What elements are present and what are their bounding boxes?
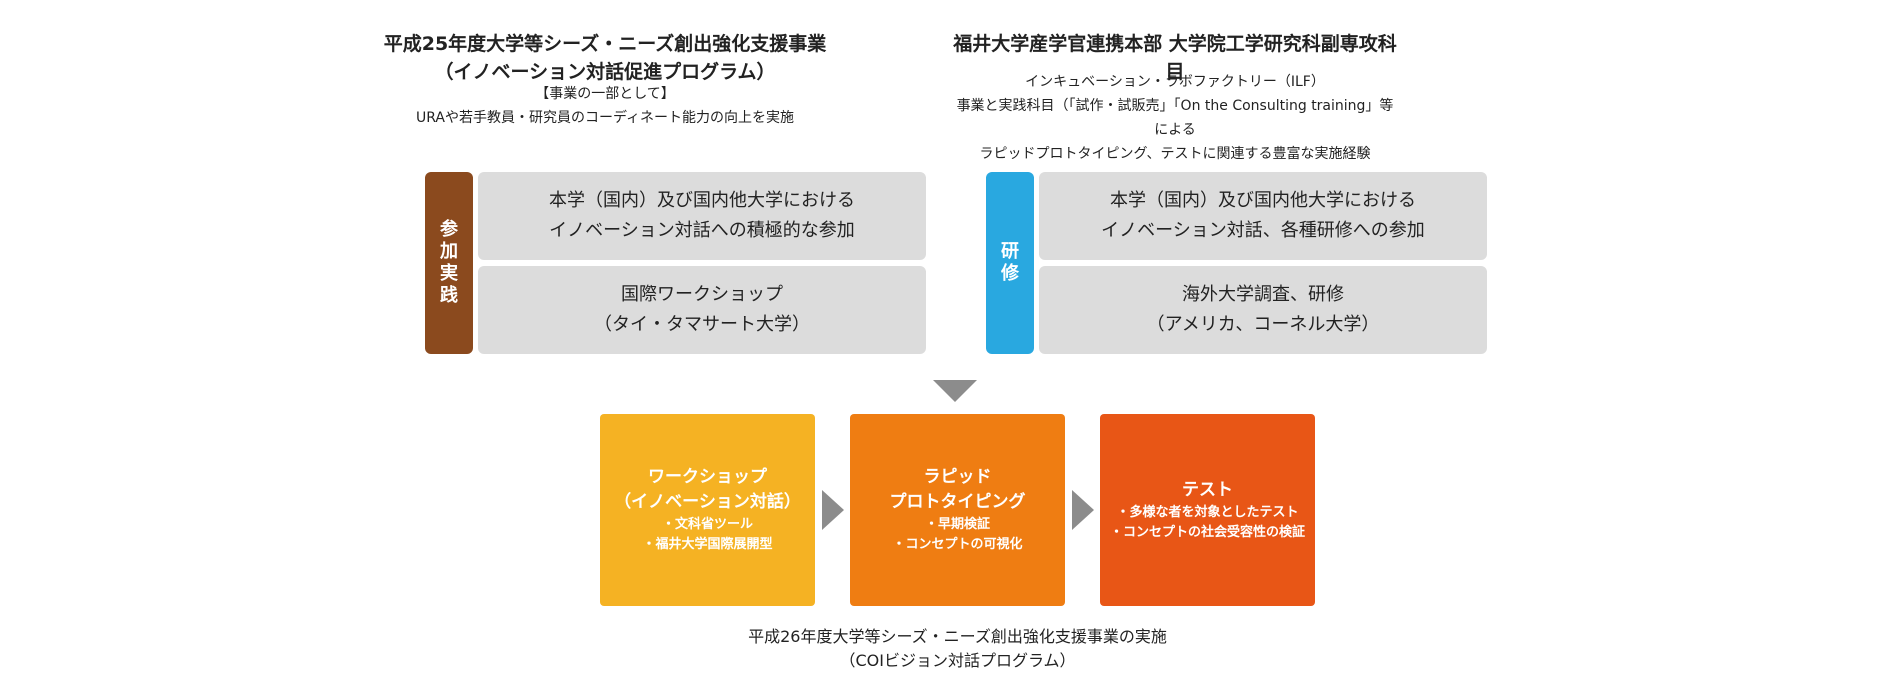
footer-line1: 平成26年度大学等シーズ・ニーズ創出強化支援事業の実施 [748, 627, 1167, 646]
step-test: テスト ・多様な者を対象としたテスト ・コンセプトの社会受容性の検証 [1100, 414, 1315, 606]
step-test-title1: テスト [1182, 479, 1233, 500]
left-box-domestic-dialogue: 本学（国内）及び国内他大学における イノベーション対話への積極的な参加 [478, 172, 926, 260]
right-box-overseas-survey: 海外大学調査、研修 （アメリカ、コーネル大学） [1039, 266, 1487, 354]
left-box2-line2: （タイ・タマサート大学） [594, 314, 810, 335]
left-box1-line2: イノベーション対話への積極的な参加 [549, 220, 855, 241]
right-box1-line1: 本学（国内）及び国内他大学における [1110, 190, 1416, 211]
right-note-line2: 事業と実践科目（「試作・試販売」「On the Consulting train… [956, 98, 1394, 138]
right-note: インキュベーション・ラボファクトリー（ILF） 事業と実践科目（「試作・試販売」… [950, 70, 1400, 166]
right-box2-line1: 海外大学調査、研修 [1182, 284, 1344, 305]
footer-line2: （COIビジョン対話プログラム） [839, 651, 1076, 670]
right-box1-line2: イノベーション対話、各種研修への参加 [1101, 220, 1425, 241]
right-arrow-icon [1072, 490, 1094, 530]
footer-caption: 平成26年度大学等シーズ・ニーズ創出強化支援事業の実施 （COIビジョン対話プロ… [600, 625, 1315, 673]
step-prototyping-title1: ラピッド [923, 467, 992, 487]
step-test-bullet1: ・多様な者を対象としたテスト [1116, 504, 1299, 520]
left-note-line2: URAや若手教員・研究員のコーディネート能力の向上を実施 [415, 110, 794, 126]
right-arrow-icon [822, 490, 844, 530]
left-tag-label: 参加実践 [440, 219, 458, 306]
left-note-line1: 【事業の一部として】 [535, 86, 675, 102]
step-prototyping-title2: プロトタイピング [889, 492, 1026, 512]
right-tag-training: 研修 [986, 172, 1034, 354]
step-workshop: ワークショップ （イノベーション対話） ・文科省ツール ・福井大学国際展開型 [600, 414, 815, 606]
left-title-line1: 平成25年度大学等シーズ・ニーズ創出強化支援事業 [383, 33, 827, 55]
step-rapid-prototyping: ラピッド プロトタイピング ・早期検証 ・コンセプトの可視化 [850, 414, 1065, 606]
left-box1-line1: 本学（国内）及び国内他大学における [549, 190, 855, 211]
left-title-line2: （イノベーション対話促進プログラム） [434, 61, 776, 83]
step-workshop-title2: （イノベーション対話） [614, 492, 801, 512]
right-note-line1: インキュベーション・ラボファクトリー（ILF） [1025, 74, 1325, 90]
step-workshop-title1: ワークショップ [648, 467, 767, 487]
right-title-line: 福井大学産学官連携本部 大学院工学研究科副専攻科目 [953, 33, 1397, 83]
left-note: 【事業の一部として】 URAや若手教員・研究員のコーディネート能力の向上を実施 [380, 82, 830, 130]
step-workshop-bullet1: ・文科省ツール [661, 517, 753, 532]
down-arrow-icon [933, 380, 977, 402]
right-title: 福井大学産学官連携本部 大学院工学研究科副専攻科目 [950, 30, 1400, 86]
left-box-international-workshop: 国際ワークショップ （タイ・タマサート大学） [478, 266, 926, 354]
step-test-bullet2: ・コンセプトの社会受容性の検証 [1109, 524, 1305, 540]
right-box-domestic-training: 本学（国内）及び国内他大学における イノベーション対話、各種研修への参加 [1039, 172, 1487, 260]
right-note-line3: ラピッドプロトタイピング、テストに関連する豊富な実施経験 [979, 146, 1371, 162]
step-prototyping-bullet2: ・コンセプトの可視化 [892, 537, 1023, 552]
left-title: 平成25年度大学等シーズ・ニーズ創出強化支援事業 （イノベーション対話促進プログ… [380, 30, 830, 86]
left-box2-line1: 国際ワークショップ [621, 284, 783, 305]
right-tag-label: 研修 [1001, 241, 1019, 284]
step-workshop-bullet2: ・福井大学国際展開型 [642, 537, 773, 552]
left-tag-participation-practice: 参加実践 [425, 172, 473, 354]
step-prototyping-bullet1: ・早期検証 [924, 517, 990, 532]
right-box2-line2: （アメリカ、コーネル大学） [1146, 314, 1380, 335]
